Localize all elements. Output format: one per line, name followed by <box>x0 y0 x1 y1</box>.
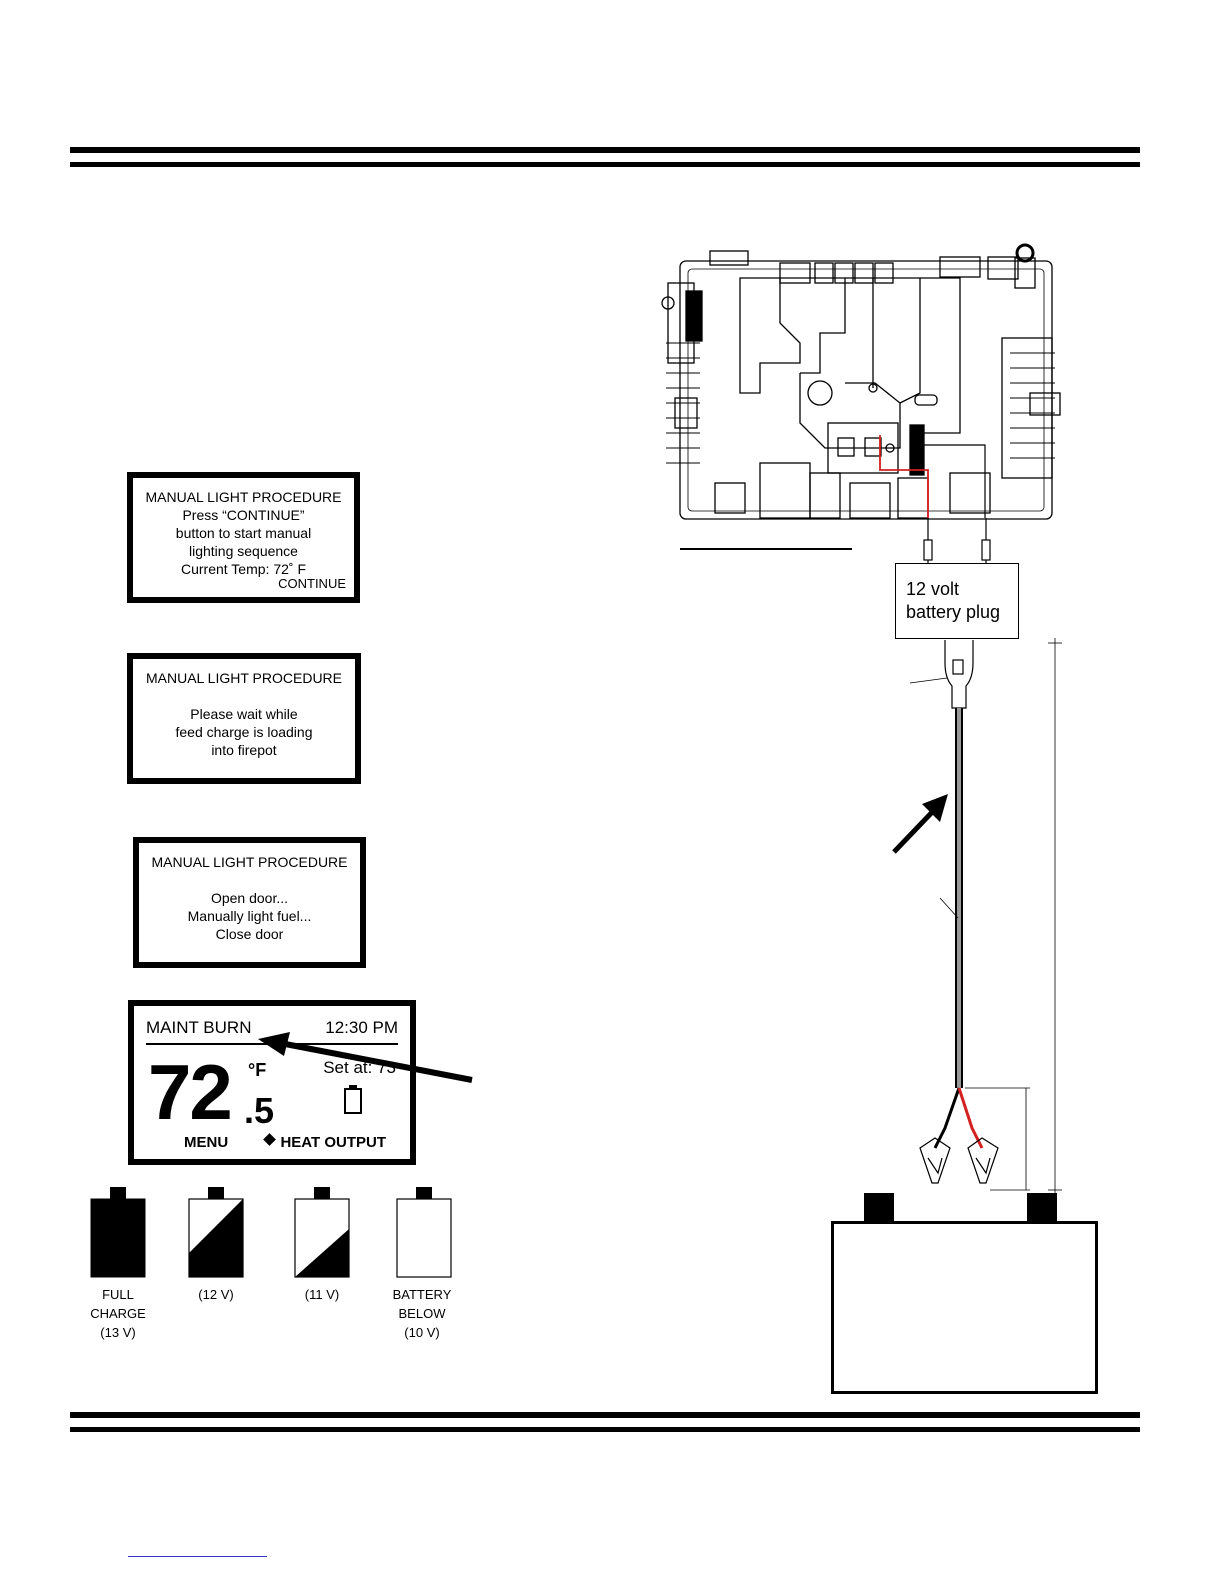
manual-light-screen-wait: MANUAL LIGHT PROCEDURE Please wait while… <box>127 653 361 784</box>
screen-line: Please wait while <box>190 706 298 722</box>
battery-icon <box>344 1085 362 1114</box>
manual-light-screen-open-door: MANUAL LIGHT PROCEDURE Open door... Manu… <box>133 837 366 968</box>
battery-11v-icon <box>294 1187 350 1278</box>
screen-line: feed charge is loading <box>175 724 313 740</box>
footer-link-underline <box>128 1556 267 1557</box>
bottom-rule-thick <box>70 1412 1140 1418</box>
battery-terminal-left <box>864 1193 894 1223</box>
screen-line <box>139 871 360 889</box>
battery-12v-label: (12 V) <box>198 1287 234 1302</box>
selector-diamond-icon <box>263 1133 276 1146</box>
plug-label-line2: battery plug <box>906 602 1001 622</box>
battery-cable-drawing <box>909 638 1062 1193</box>
heat-output-button[interactable]: HEAT OUTPUT <box>280 1134 386 1151</box>
screen-line: Open door... <box>210 890 289 906</box>
bottom-rule-thin <box>70 1427 1140 1432</box>
battery-full-label: FULL CHARGE (13 V) <box>90 1287 146 1340</box>
top-rule-thick <box>70 147 1140 153</box>
plug-leads-drawing <box>923 518 991 563</box>
plug-label-line1: 12 volt <box>906 579 960 599</box>
menu-button[interactable]: MENU <box>184 1134 229 1151</box>
temperature-decimal: .5 <box>244 1090 275 1131</box>
battery-full-icon <box>90 1187 146 1278</box>
current-temp-line: Current Temp: 72˚ F <box>180 561 306 577</box>
top-rule-thin <box>70 162 1140 167</box>
pointer-arrow-icon <box>258 1032 473 1083</box>
continue-button[interactable]: CONTINUE <box>278 576 346 591</box>
battery-terminal-right <box>1027 1193 1057 1223</box>
battery-body <box>831 1221 1098 1394</box>
screen-title: MANUAL LIGHT PROCEDURE <box>145 489 342 505</box>
screen-line: button to start manual <box>175 525 312 541</box>
lcd-home-screen: MAINT BURN 12:30 PM 72 °F .5 Set at: 73 … <box>128 1000 416 1165</box>
screen-line: lighting sequence <box>189 543 298 559</box>
screen-line: Press “CONTINUE” <box>182 507 305 523</box>
battery-below-label: BATTERY BELOW (10 V) <box>392 1287 452 1340</box>
caption-underline <box>680 548 852 550</box>
temperature-unit: °F <box>248 1060 267 1080</box>
battery-12v-icon <box>188 1187 244 1278</box>
temperature-value: 72 <box>148 1048 233 1136</box>
screen-line: Close door <box>215 926 284 942</box>
battery-plug-label-box: 12 volt battery plug <box>895 563 1019 639</box>
manual-light-screen-continue: MANUAL LIGHT PROCEDURE Press “CONTINUE” … <box>127 472 360 603</box>
screen-line: Manually light fuel... <box>187 908 312 924</box>
battery-11v-label: (11 V) <box>304 1287 340 1302</box>
control-board-drawing <box>661 243 1061 520</box>
screen-line <box>133 687 355 705</box>
screen-title: MANUAL LIGHT PROCEDURE <box>151 854 348 870</box>
cable-pointer-arrow-icon <box>892 794 948 854</box>
battery-empty-icon <box>396 1187 452 1278</box>
clock-label: 12:30 PM <box>325 1018 398 1037</box>
screen-title: MANUAL LIGHT PROCEDURE <box>145 670 343 686</box>
mode-label: MAINT BURN <box>146 1018 252 1037</box>
screen-line: into firepot <box>211 742 277 758</box>
